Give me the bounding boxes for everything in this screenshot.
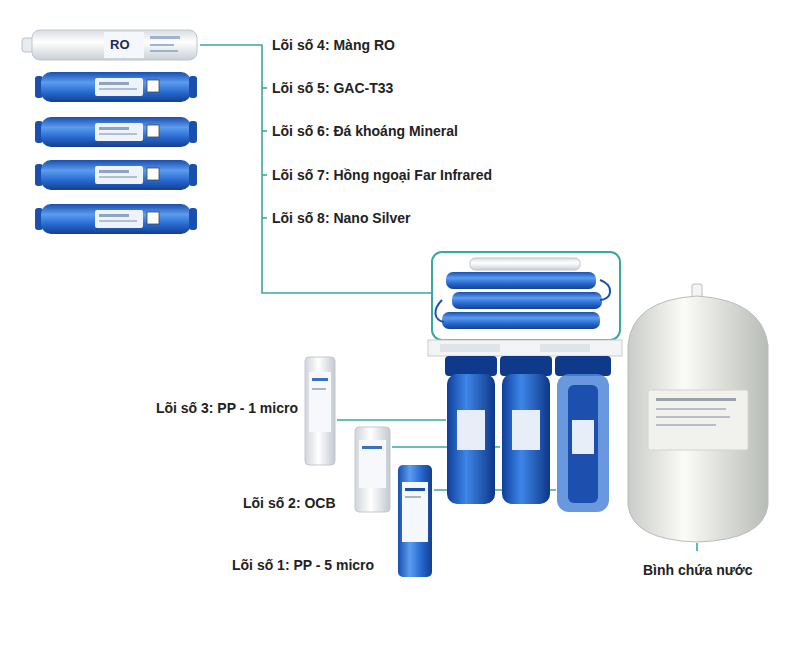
ro-membrane	[22, 30, 197, 60]
silver-cartridge	[35, 204, 197, 234]
stage-cartridges	[305, 357, 432, 577]
mineral-cartridge	[35, 117, 197, 147]
tank-label: Bình chứa nước	[643, 562, 753, 579]
part-label: Lõi số 7: Hồng ngoại Far Infrared	[272, 167, 492, 184]
part-label: Lõi số 8: Nano Silver	[272, 210, 410, 227]
gac-cartridge	[35, 72, 197, 102]
cartridge-marking: RO	[110, 37, 130, 52]
storage-tank	[628, 284, 768, 542]
part-label: Lõi số 2: OCB	[243, 495, 336, 512]
part-label: Lõi số 4: Màng RO	[272, 37, 395, 54]
leader-lines	[200, 45, 697, 551]
part-label: Lõi số 6: Đá khoáng Mineral	[272, 123, 458, 140]
ro-machine	[428, 252, 622, 512]
infrared-cartridge	[35, 160, 197, 190]
part-label: Lõi số 3: PP - 1 micro	[156, 400, 298, 417]
part-label: Lõi số 1: PP - 5 micro	[232, 557, 374, 574]
part-label: Lõi số 5: GAC-T33	[272, 80, 393, 97]
